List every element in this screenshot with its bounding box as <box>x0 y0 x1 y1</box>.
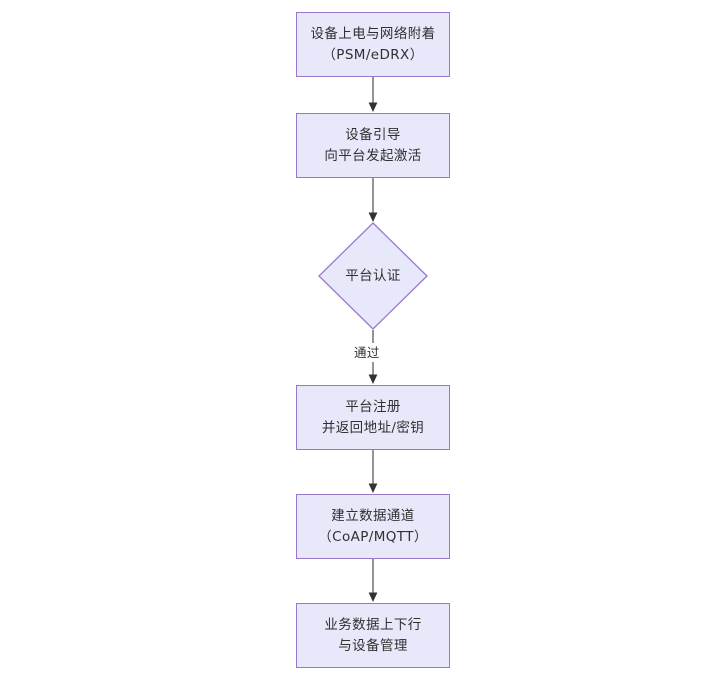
node-business-data[interactable]: 业务数据上下行 与设备管理 <box>296 603 450 668</box>
node-bootstrap-line-1: 设备引导 <box>345 126 401 143</box>
node-business-data-line-2: 与设备管理 <box>338 637 408 654</box>
node-data-channel-line-2: （CoAP/MQTT） <box>318 528 428 545</box>
edge-bootstrap-to-platform-auth <box>366 178 380 223</box>
node-platform-register-line-1: 平台注册 <box>345 398 401 415</box>
node-data-channel-line-1: 建立数据通道 <box>331 507 415 524</box>
node-power-on-line-1: 设备上电与网络附着 <box>310 25 436 42</box>
node-platform-register-line-2: 并返回地址/密钥 <box>321 419 425 436</box>
node-power-on[interactable]: 设备上电与网络附着 （PSM/eDRX） <box>296 12 450 77</box>
node-business-data-line-1: 业务数据上下行 <box>324 616 422 633</box>
node-power-on-line-2: （PSM/eDRX） <box>322 46 424 63</box>
node-platform-register[interactable]: 平台注册 并返回地址/密钥 <box>296 385 450 450</box>
node-bootstrap[interactable]: 设备引导 向平台发起激活 <box>296 113 450 178</box>
node-platform-auth-label: 平台认证 <box>345 267 401 284</box>
diamond-shape <box>318 222 428 330</box>
edge-label-pass: 通过 <box>352 343 382 362</box>
node-bootstrap-line-2: 向平台发起激活 <box>324 147 422 164</box>
edge-platform-register-to-data-channel <box>366 450 380 494</box>
node-data-channel[interactable]: 建立数据通道 （CoAP/MQTT） <box>296 494 450 559</box>
node-platform-auth[interactable]: 平台认证 <box>318 222 428 330</box>
edge-power-on-to-bootstrap <box>366 77 380 113</box>
edge-data-channel-to-business-data <box>366 559 380 603</box>
